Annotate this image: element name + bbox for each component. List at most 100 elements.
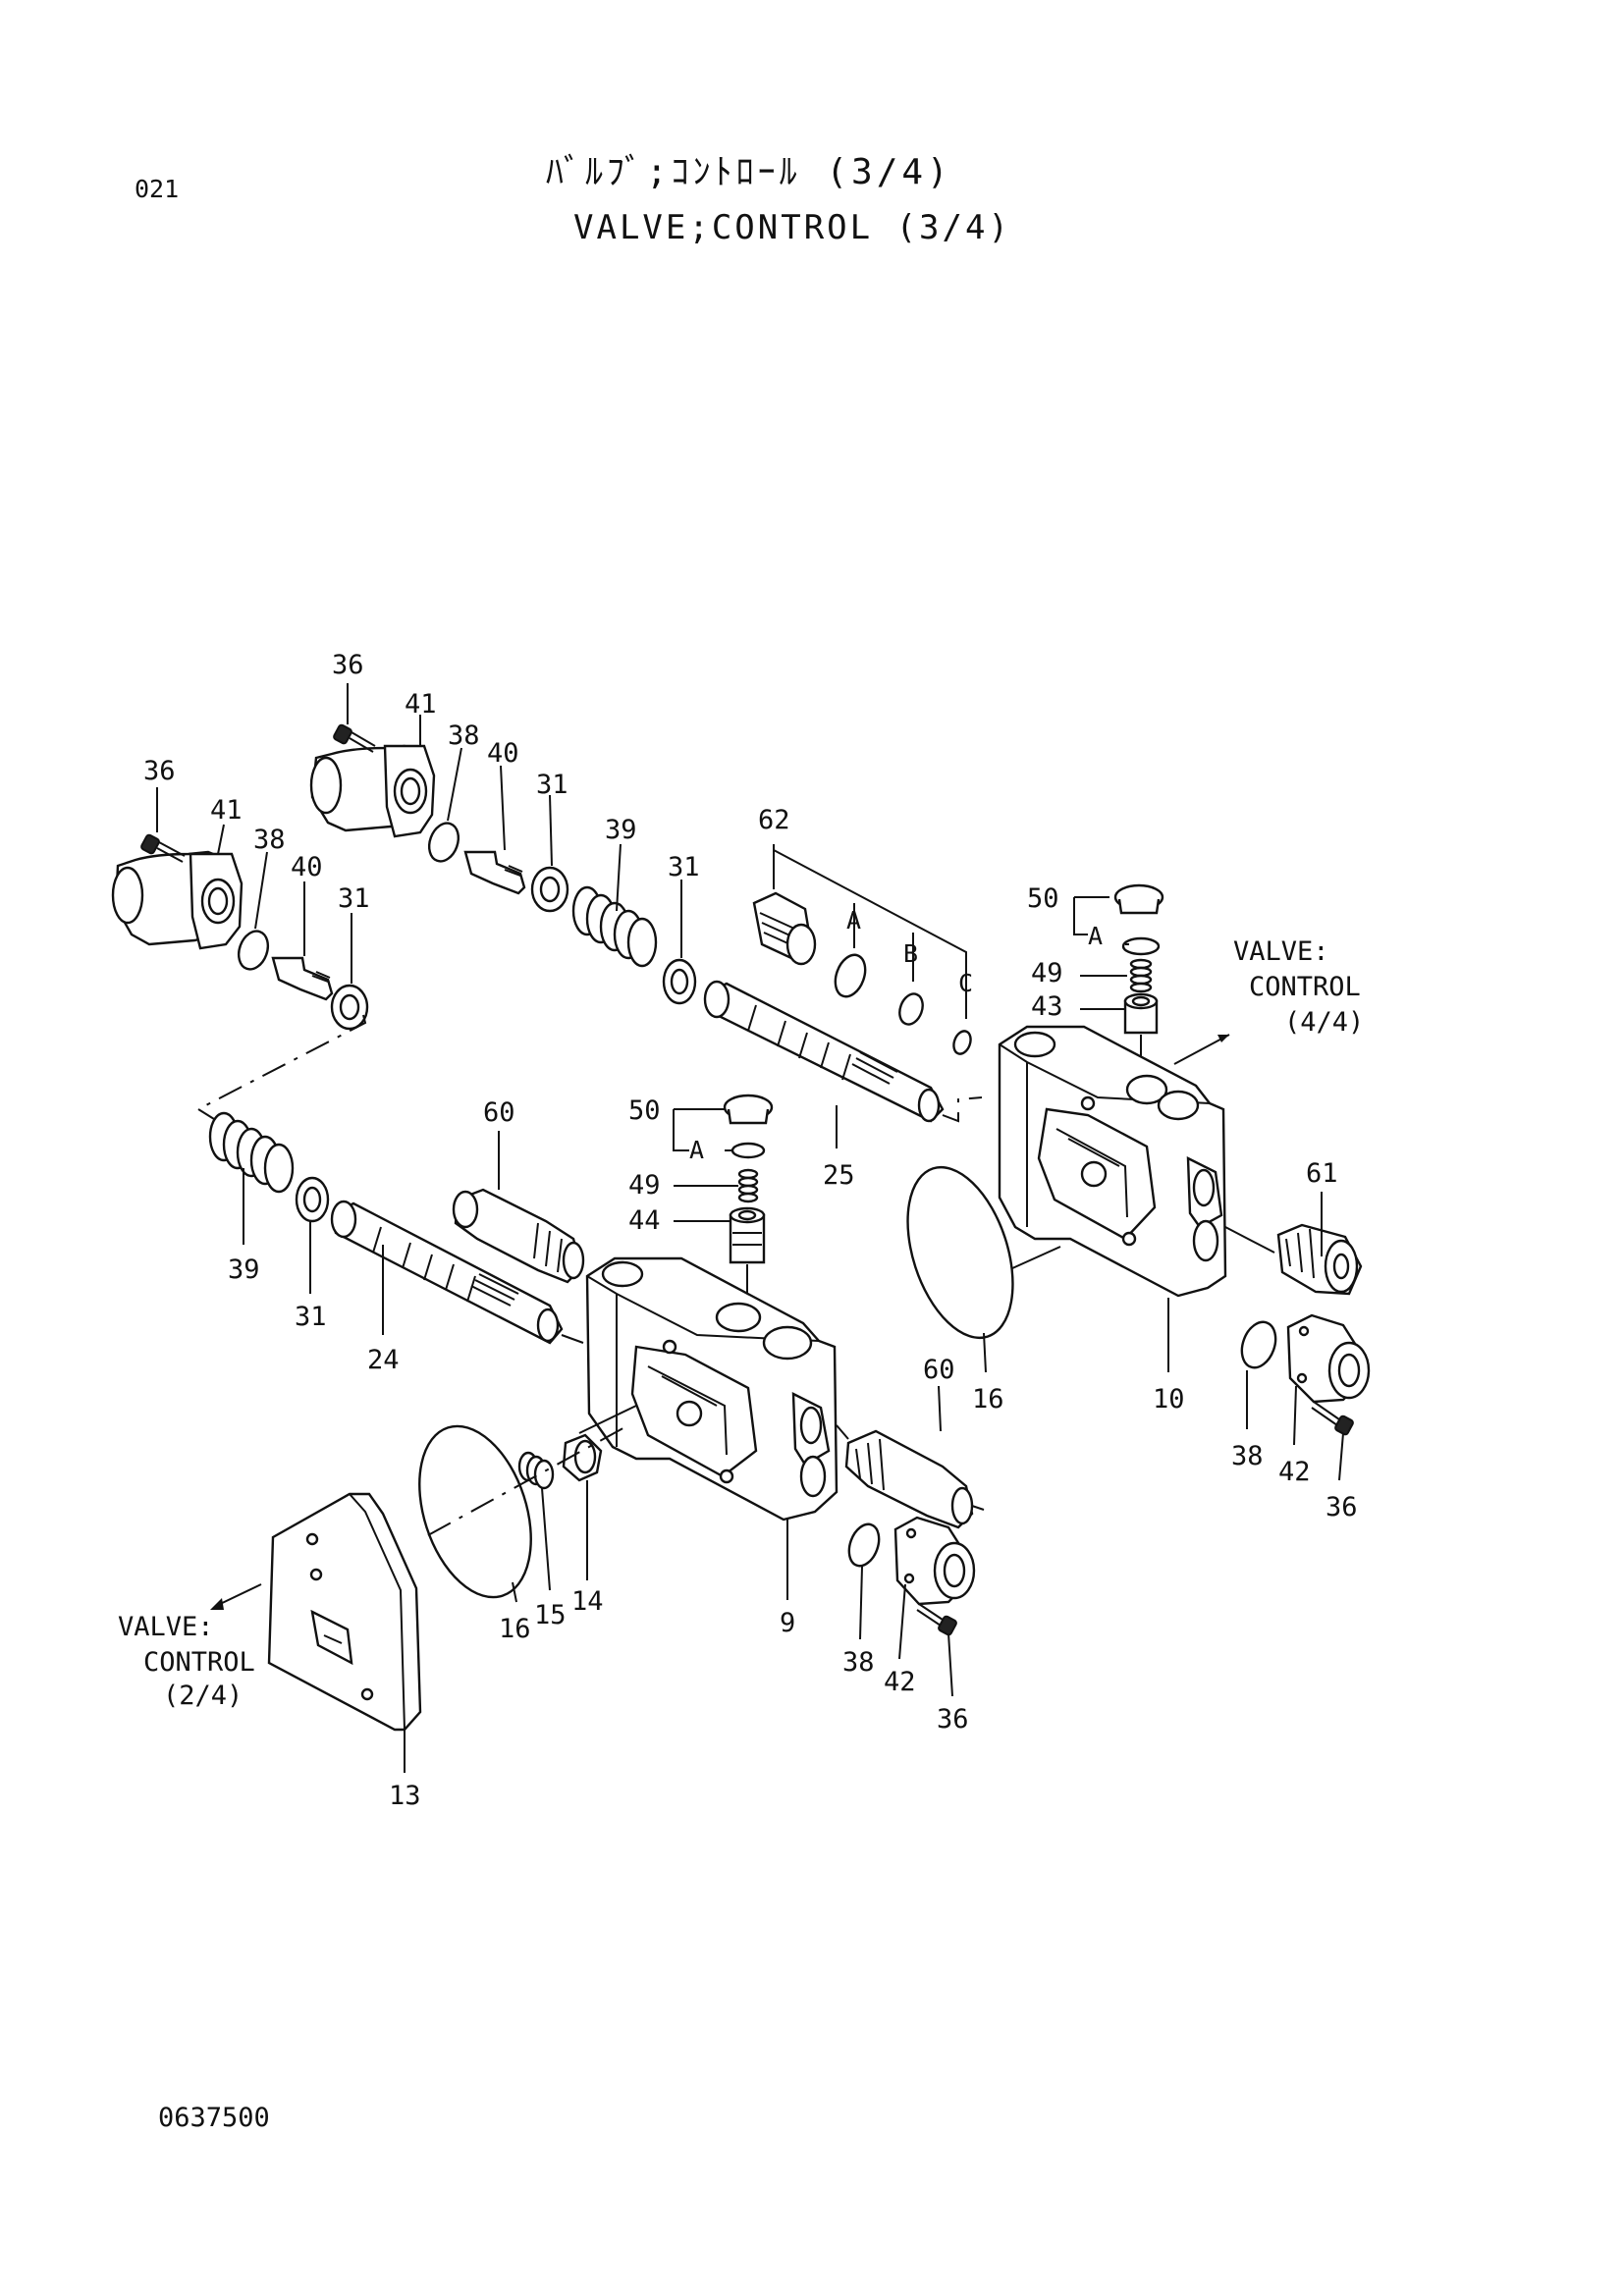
callout-42: 42 — [1278, 1457, 1311, 1487]
callout-60: 60 — [923, 1355, 955, 1385]
oring-62-a — [834, 953, 867, 998]
callout-16: 16 — [499, 1614, 531, 1644]
callout-61: 61 — [1306, 1158, 1338, 1189]
bolt-36-right — [1311, 1401, 1354, 1436]
callout-60: 60 — [483, 1097, 515, 1128]
spring-49-upper — [1129, 958, 1153, 993]
center-line-upper — [197, 1014, 367, 1110]
oring-38-lower-2 — [847, 1522, 881, 1568]
callout-10: 10 — [1153, 1384, 1185, 1415]
leader-14 — [578, 1405, 637, 1434]
callout-50: 50 — [1027, 883, 1059, 914]
callout-43: 43 — [1031, 991, 1063, 1022]
plunger-40-upper — [463, 850, 526, 895]
callout-38: 38 — [253, 825, 286, 855]
cap-41-lower — [111, 850, 243, 950]
poppet-60-lower — [844, 1429, 985, 1529]
oring-50-upper — [1121, 936, 1161, 956]
parts-drawing — [111, 723, 1371, 1732]
callout-42: 42 — [884, 1667, 916, 1697]
callout-41: 41 — [405, 689, 437, 720]
callout-letter-a: A — [1088, 922, 1103, 950]
ref-line: (4/4) — [1284, 1007, 1364, 1038]
callout-labels: 36 41 38 40 31 36 41 38 40 31 39 31 62 A… — [143, 650, 1358, 1811]
valve-body-9 — [585, 1256, 839, 1522]
callout-62: 62 — [758, 805, 790, 835]
spring-39-upper — [571, 885, 658, 968]
oring-50-lower — [730, 1142, 766, 1159]
callout-49: 49 — [628, 1170, 661, 1201]
flange-42-lower — [893, 1516, 976, 1606]
oring-16-upper — [906, 1165, 1014, 1340]
poppet-62 — [752, 891, 817, 966]
plug-50-upper — [1113, 883, 1164, 915]
plug-50-lower — [723, 1094, 774, 1125]
center-line-cover — [427, 1424, 629, 1536]
valve-body-10 — [998, 1025, 1227, 1298]
callout-13: 13 — [389, 1781, 421, 1811]
callout-39: 39 — [228, 1255, 260, 1285]
callout-40: 40 — [487, 738, 519, 769]
callout-36: 36 — [332, 650, 364, 680]
oring-62-b — [898, 992, 924, 1026]
callout-36: 36 — [937, 1704, 969, 1735]
piston-44 — [729, 1206, 766, 1264]
callout-14: 14 — [571, 1586, 604, 1617]
callout-31: 31 — [536, 770, 568, 800]
document-code: 0637500 — [158, 2103, 270, 2133]
center-line-lower — [197, 1108, 215, 1120]
oring-38-lower — [237, 930, 270, 971]
poppet-60-upper — [452, 1188, 585, 1284]
callout-31: 31 — [338, 883, 370, 914]
callout-39: 39 — [605, 815, 637, 845]
center-line-spool-24 — [561, 1334, 584, 1344]
callout-50: 50 — [628, 1095, 661, 1126]
callout-44: 44 — [628, 1205, 661, 1236]
plug-61 — [1276, 1223, 1363, 1296]
callout-31: 31 — [668, 852, 700, 882]
ref-valve-control-4-4: VALVE: CONTROL (4/4) — [1233, 936, 1364, 1038]
callout-25: 25 — [823, 1160, 855, 1191]
seat-31-mid — [662, 958, 697, 1005]
oring-16-lower — [418, 1424, 532, 1599]
leader-61 — [1224, 1226, 1275, 1254]
plunger-40-lower — [271, 956, 334, 1001]
center-line-spool-25 — [942, 1096, 983, 1123]
spring-49-lower — [737, 1168, 759, 1203]
callout-38: 38 — [448, 721, 480, 751]
seat-31-upper — [530, 866, 569, 913]
callout-41: 41 — [210, 795, 243, 826]
leader-60-lower — [836, 1424, 849, 1440]
page-number: 021 — [135, 175, 180, 203]
oring-38-right — [1240, 1320, 1277, 1369]
oring-62-c — [952, 1030, 972, 1055]
spool-25 — [703, 980, 945, 1123]
seat-31-lower-2 — [295, 1176, 330, 1223]
ref-line: (2/4) — [163, 1681, 243, 1711]
ref-line: CONTROL — [1249, 972, 1361, 1002]
ref-valve-control-2-4: VALVE: CONTROL (2/4) — [118, 1612, 255, 1711]
callout-36: 36 — [143, 756, 176, 786]
callout-letter-a: A — [689, 1136, 704, 1164]
bolt-36-lower-2 — [916, 1603, 957, 1636]
callout-24: 24 — [367, 1345, 400, 1375]
ref-line: VALVE: — [1233, 936, 1329, 967]
spool-24 — [330, 1200, 564, 1345]
callout-letter-c: C — [958, 969, 973, 997]
callout-38: 38 — [1231, 1441, 1264, 1471]
callout-16: 16 — [972, 1384, 1004, 1415]
callout-49: 49 — [1031, 958, 1063, 988]
ref-line: VALVE: — [118, 1612, 214, 1642]
callout-15: 15 — [534, 1600, 567, 1630]
callout-letter-b: B — [903, 939, 918, 968]
callout-36: 36 — [1325, 1492, 1358, 1522]
callout-31: 31 — [295, 1302, 327, 1332]
callout-40: 40 — [291, 852, 323, 882]
callout-38: 38 — [842, 1647, 875, 1678]
title-japanese: ﾊﾞﾙﾌﾞ;ｺﾝﾄﾛｰﾙ (3/4) — [546, 152, 952, 192]
oring-38-upper — [427, 822, 460, 863]
piston-43 — [1123, 992, 1159, 1035]
cap-41-upper — [309, 744, 436, 838]
title-english: VALVE;CONTROL (3/4) — [573, 208, 1011, 247]
